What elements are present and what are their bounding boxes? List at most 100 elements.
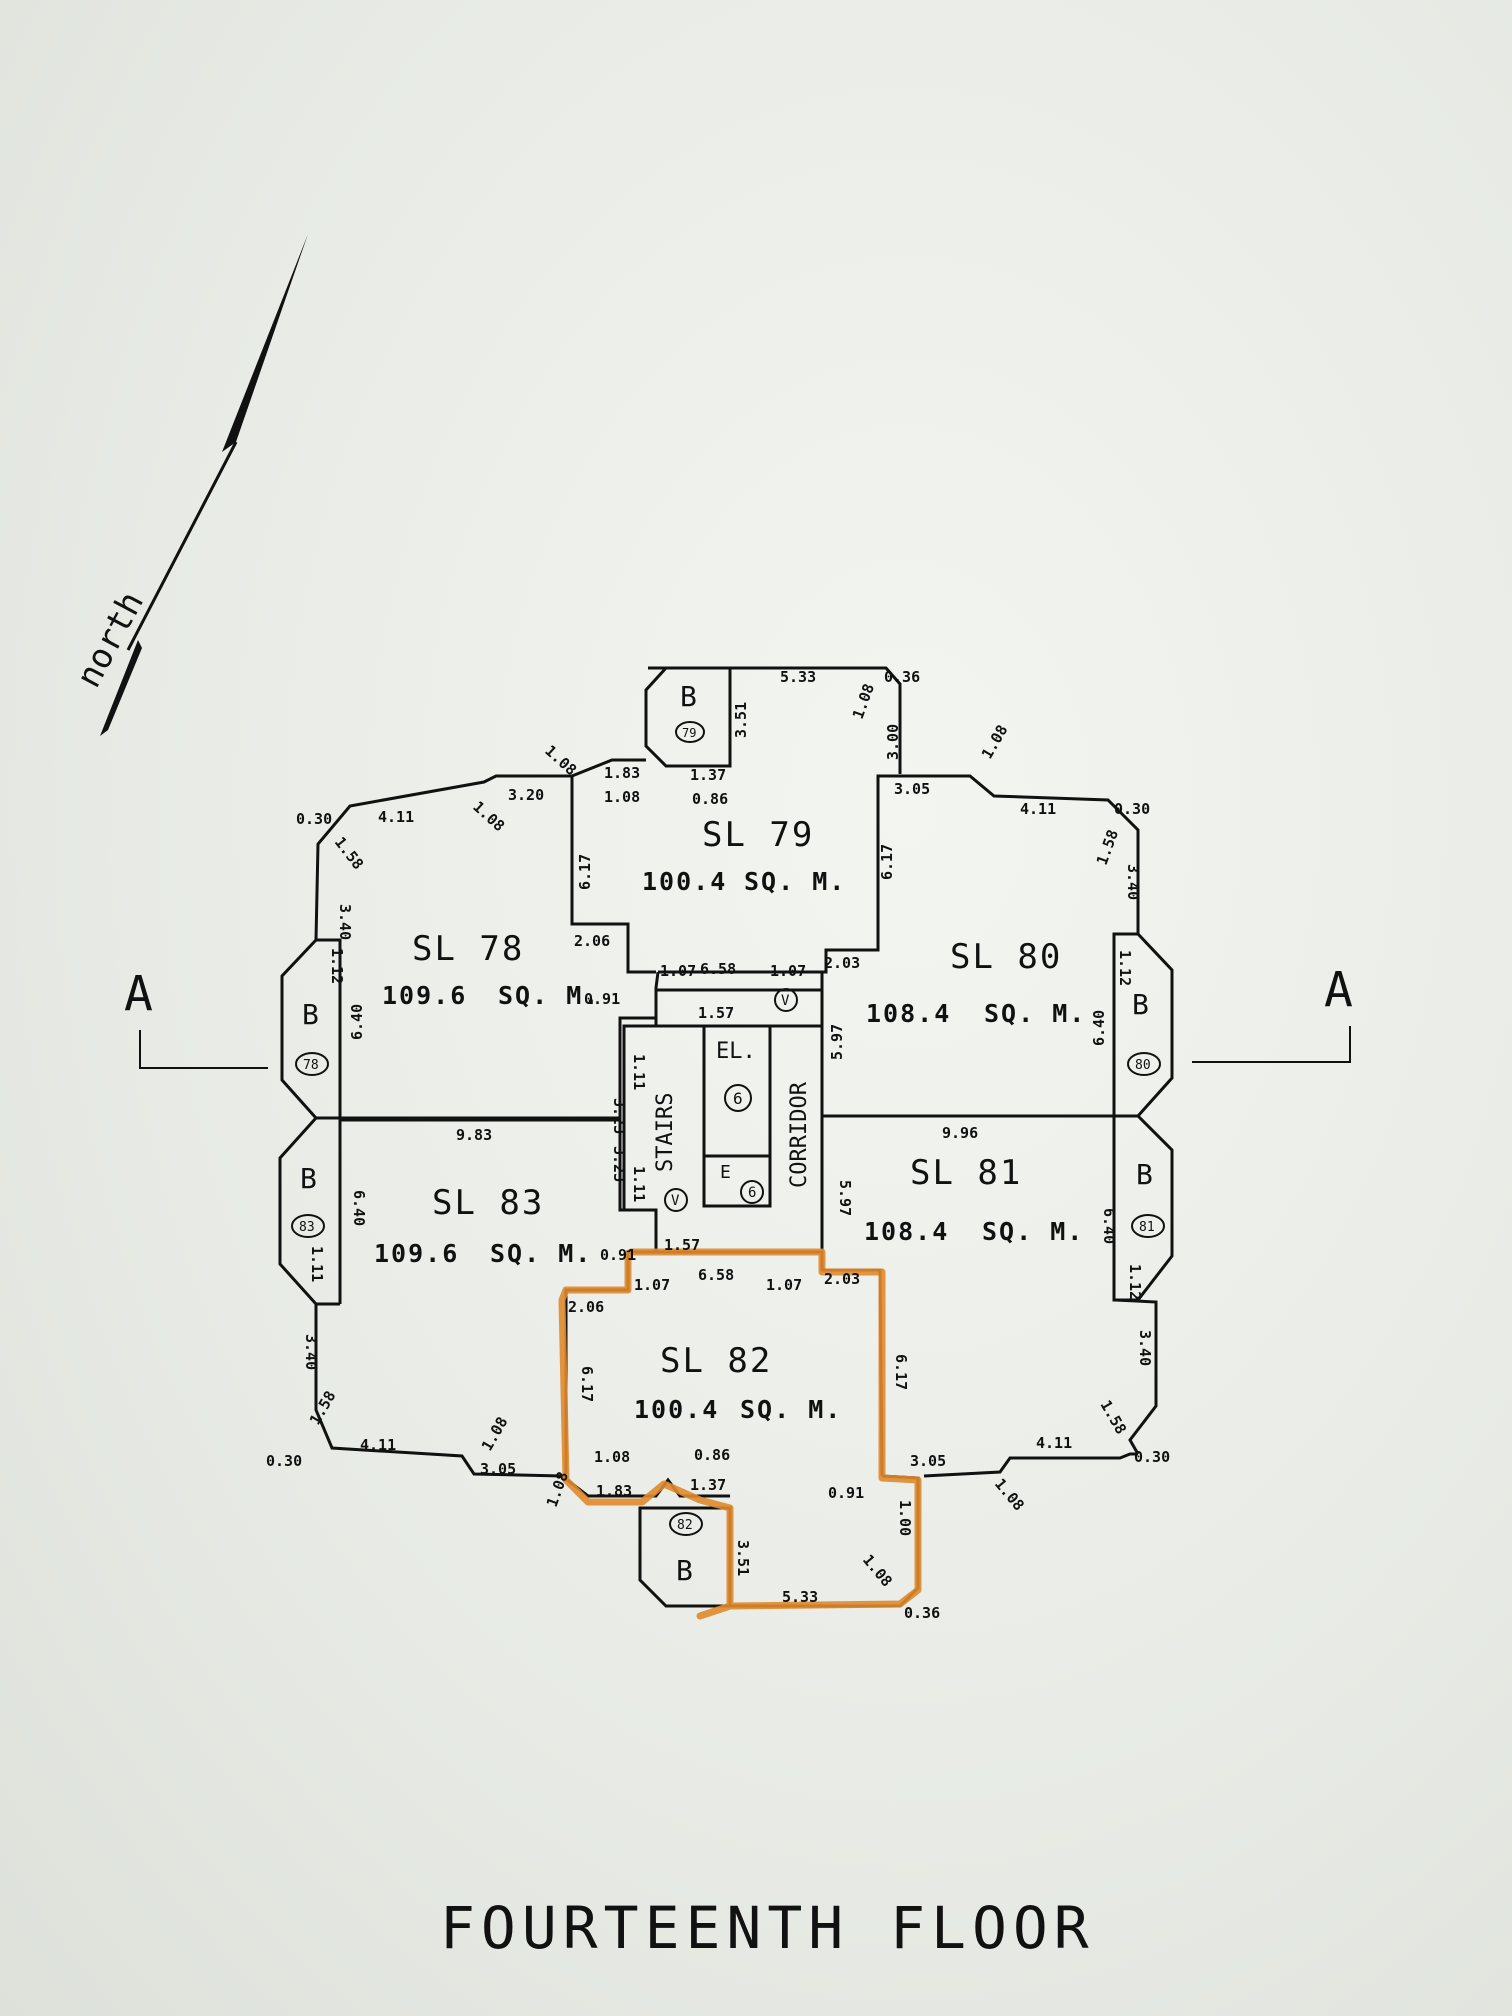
dim-label: 6.17 — [892, 1354, 910, 1390]
storage-79: B 79 — [675, 680, 705, 743]
dim-label: 3.40 — [336, 904, 354, 940]
north-arrow: north — [69, 234, 308, 736]
dim-label: 1.12 — [1116, 950, 1134, 986]
unit-area-unit: SQ. M. — [984, 999, 1086, 1028]
storage-83: B 83 — [291, 1162, 325, 1238]
dim-label: 1.12 — [1126, 1264, 1144, 1300]
unit-area: 100.4 — [634, 1395, 719, 1424]
dim-label: 0.91 — [828, 1484, 864, 1502]
dim-label: 6.40 — [350, 1190, 368, 1226]
storage-number: 83 — [299, 1220, 315, 1235]
dim-label: 1.58 — [306, 1388, 340, 1428]
storage-letter: B — [1136, 1158, 1153, 1191]
unit-id: SL 83 — [432, 1183, 544, 1223]
dim-label: 4.11 — [1036, 1434, 1072, 1452]
unit-id: SL 79 — [702, 815, 814, 855]
storage-letter: B — [1132, 988, 1149, 1021]
dim-label: 2.06 — [568, 1298, 604, 1316]
dim-label: 1.08 — [849, 681, 878, 721]
dim-label: 1.37 — [690, 766, 726, 784]
plan-walls — [278, 666, 1174, 1608]
storage-78: B 78 — [295, 998, 329, 1076]
unit-id: SL 78 — [412, 929, 524, 969]
vent-bottom: V — [671, 1193, 680, 1209]
dim-label: 3.40 — [1136, 1330, 1154, 1366]
dim-label: 1.00 — [896, 1500, 914, 1536]
dim-label: 6.17 — [578, 1366, 596, 1402]
dim-label: 0.30 — [296, 810, 332, 828]
dim-label: 0.30 — [266, 1452, 302, 1470]
building-core: STAIRS CORRIDOR EL. 6 E 6 V V — [653, 988, 812, 1212]
unit-sl80: SL 80 108.4 SQ. M. — [866, 937, 1086, 1028]
dim-label: 0.91 — [584, 990, 620, 1008]
dim-label: 3.23 — [610, 1146, 628, 1182]
unit-area-unit: SQ. M. — [740, 1395, 842, 1424]
unit-area: 108.4 — [866, 999, 951, 1028]
storage-letter: B — [302, 998, 319, 1031]
dim-label: 3.40 — [1124, 864, 1142, 900]
dim-label: 4.11 — [360, 1436, 396, 1454]
dim-label: 3.23 — [610, 1098, 628, 1134]
dim-label: 6.17 — [878, 844, 896, 880]
storage-number: 80 — [1135, 1058, 1151, 1073]
storage-letter: B — [680, 680, 697, 713]
dim-label: 9.83 — [456, 1126, 492, 1144]
stairs-label: STAIRS — [653, 1093, 678, 1172]
elevator-label: EL. — [716, 1039, 756, 1064]
dim-label: 1.07 — [634, 1276, 670, 1294]
storage-number: 81 — [1139, 1220, 1155, 1235]
dim-label: 0.86 — [694, 1446, 730, 1464]
unit-sl81: SL 81 108.4 SQ. M. — [864, 1153, 1084, 1246]
storage-letter: B — [676, 1554, 693, 1587]
dim-label: 0.30 — [1114, 800, 1150, 818]
unit-id: SL 81 — [910, 1153, 1022, 1193]
dim-label: 1.07 — [766, 1276, 802, 1294]
storage-number: 82 — [677, 1518, 693, 1533]
dim-label: 1.11 — [630, 1166, 648, 1202]
unit-area-unit: SQ. M. — [490, 1239, 592, 1268]
dim-label: 5.33 — [780, 668, 816, 686]
dim-label: 3.51 — [734, 1540, 752, 1576]
storage-80: B 80 — [1127, 988, 1161, 1076]
dim-label: 1.12 — [328, 948, 346, 984]
dim-label: 5.97 — [828, 1024, 846, 1060]
unit-area: 100.4 — [642, 867, 727, 896]
dim-label: 5.97 — [836, 1180, 854, 1216]
unit-sl78: SL 78 109.6 SQ. M. — [382, 929, 600, 1010]
dim-label: 6.40 — [1090, 1010, 1108, 1046]
dim-label: 1.08 — [604, 788, 640, 806]
dim-label: 1.08 — [478, 1414, 512, 1454]
dim-label: 1.08 — [978, 722, 1012, 762]
dim-label: 0.91 — [600, 1246, 636, 1264]
dim-label: 3.40 — [302, 1334, 320, 1370]
dim-label: 9.96 — [942, 1124, 978, 1142]
unit-id: SL 82 — [660, 1341, 772, 1381]
dim-label: 1.58 — [331, 833, 367, 873]
section-marker-left: A — [124, 966, 268, 1069]
dim-label: 1.08 — [991, 1475, 1028, 1514]
dim-label: 6.58 — [698, 1266, 734, 1284]
dim-label: 6.17 — [576, 854, 594, 890]
dim-label: 5.33 — [782, 1588, 818, 1606]
unit-area-unit: SQ. M. — [498, 981, 600, 1010]
dim-label: 1.07 — [660, 962, 696, 980]
dim-label: 2.06 — [574, 932, 610, 950]
unit-area: 109.6 — [382, 981, 467, 1010]
dim-label: 1.57 — [664, 1236, 700, 1254]
unit-sl82: SL 82 100.4 SQ. M. — [634, 1341, 842, 1424]
storage-number: 78 — [303, 1058, 319, 1073]
dim-label: 0.30 — [1134, 1448, 1170, 1466]
e-label: E — [720, 1162, 731, 1183]
dim-label: 2.03 — [824, 1270, 860, 1288]
unit-area-unit: SQ. M. — [982, 1217, 1084, 1246]
unit-sl83: SL 83 109.6 SQ. M. — [374, 1183, 592, 1268]
storage-82: 82 B — [669, 1512, 703, 1587]
section-a-right-label: A — [1324, 962, 1353, 1018]
dim-label: 1.83 — [604, 764, 640, 782]
unit-sl79: SL 79 100.4 SQ. M. — [642, 815, 844, 896]
dim-label: 1.07 — [770, 962, 806, 980]
dim-label: 3.51 — [732, 702, 750, 738]
dimension-labels: 5.33 0.36 3.51 3.00 1.08 1.08 1.83 1.08 … — [266, 668, 1170, 1622]
